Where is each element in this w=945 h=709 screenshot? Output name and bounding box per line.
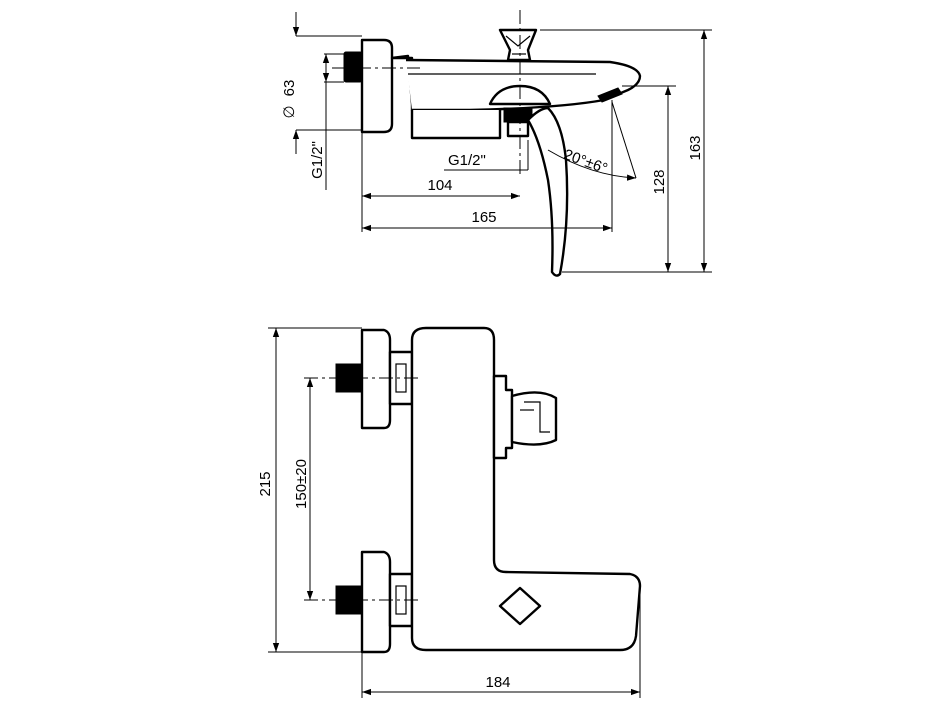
dim-diameter: 63 (281, 80, 298, 97)
dim-spout-reach: 165 (471, 209, 496, 226)
top-wall-flange-upper (360, 328, 392, 430)
top-body (410, 326, 642, 652)
dim-total-height: 163 (687, 135, 704, 160)
side-aerator (597, 87, 623, 103)
dim-thread-inlet: G1/2" (309, 141, 326, 179)
top-diverter-knob (492, 374, 514, 460)
side-wall-flange (360, 38, 394, 134)
dim-inlet-spacing: 150±20 (293, 459, 310, 509)
dim-lever-angle: 20°±6° (561, 146, 609, 177)
side-view: 63 ∅ G1/2" G1/2" 104 165 20°±6° 128 163 (281, 10, 712, 277)
top-lever-knob (498, 586, 542, 626)
diameter-symbol: ∅ (281, 105, 298, 118)
dim-spout-height: 128 (651, 169, 668, 194)
side-diverter-knob (498, 28, 538, 62)
dim-outlet-offset: 104 (427, 177, 452, 194)
dim-thread-outlet: G1/2" (448, 152, 486, 169)
side-outlet-block (410, 110, 502, 140)
dim-total-length: 215 (257, 471, 274, 496)
top-wall-flange-lower (360, 550, 392, 654)
dim-depth: 184 (485, 674, 510, 691)
side-lever (526, 106, 569, 277)
top-view: 150±20 215 184 (257, 326, 642, 698)
side-inlet-connector (343, 51, 363, 83)
